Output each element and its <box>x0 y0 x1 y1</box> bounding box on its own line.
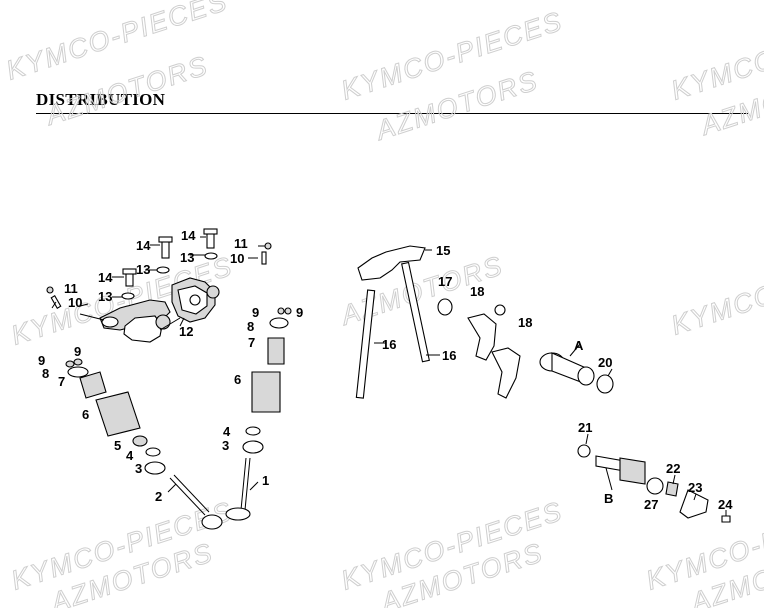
screw-24 <box>721 515 731 523</box>
callout-15: 15 <box>436 243 450 258</box>
callout-16: 16 <box>442 348 456 363</box>
pin-10 <box>261 251 267 265</box>
callout-17: 17 <box>438 274 452 289</box>
callout-18: 18 <box>518 315 532 330</box>
nut-11 <box>46 286 54 294</box>
title-divider <box>36 113 748 114</box>
seal-21 <box>577 444 591 458</box>
valve-stack-right <box>225 307 292 521</box>
callout-13: 13 <box>180 250 194 265</box>
washer-17 <box>437 298 453 316</box>
callout-labels: 14 14 14 13 13 13 11 10 11 10 12 9 9 8 7… <box>38 228 733 512</box>
callout-6: 6 <box>234 372 241 387</box>
callout-11: 11 <box>234 236 248 251</box>
callout-5: 5 <box>114 438 121 453</box>
callout-12: 12 <box>179 324 193 339</box>
callout-3: 3 <box>222 438 229 453</box>
callout-8: 8 <box>247 319 254 334</box>
rocker-pivot <box>494 304 506 316</box>
callout-7: 7 <box>58 374 65 389</box>
callout-11: 11 <box>64 281 78 296</box>
callout-13: 13 <box>136 262 150 277</box>
rocker-fork-18 <box>467 313 497 361</box>
push-rod-16-right <box>401 261 430 363</box>
callout-23: 23 <box>688 480 702 495</box>
callout-6: 6 <box>82 407 89 422</box>
callout-24: 24 <box>718 497 733 512</box>
callout-1: 1 <box>262 473 269 488</box>
callout-9: 9 <box>252 305 259 320</box>
bracket-15 <box>357 245 426 281</box>
callout-b: B <box>604 491 613 506</box>
leader-lines <box>51 236 727 516</box>
callout-14: 14 <box>181 228 196 243</box>
rocker-arm-assembly-left <box>79 277 220 343</box>
plate-23 <box>679 489 709 519</box>
rocker-fork-18 <box>491 347 521 399</box>
push-rod-16-left <box>355 289 376 399</box>
callout-9: 9 <box>296 305 303 320</box>
callout-8: 8 <box>42 366 49 381</box>
seal-20 <box>596 374 614 394</box>
callout-7: 7 <box>248 335 255 350</box>
spring-22 <box>665 481 679 497</box>
page-title: DISTRIBUTION <box>36 90 166 109</box>
callout-22: 22 <box>666 461 680 476</box>
bolt-14-upper-right <box>203 228 218 249</box>
shaft-b <box>577 444 731 523</box>
callout-14: 14 <box>136 238 151 253</box>
nut-11 <box>264 242 272 250</box>
callout-2: 2 <box>155 489 162 504</box>
callout-10: 10 <box>68 295 82 310</box>
callout-18: 18 <box>470 284 484 299</box>
watermark-text: KYMCO <box>668 278 764 340</box>
callout-16: 16 <box>382 337 396 352</box>
seal-27 <box>646 477 664 495</box>
callout-20: 20 <box>598 355 612 370</box>
callout-3: 3 <box>135 461 142 476</box>
callout-13: 13 <box>98 289 112 304</box>
bolt-14-upper <box>158 236 173 259</box>
washer-13 <box>156 266 170 274</box>
callout-a: A <box>574 338 584 353</box>
callout-14: 14 <box>98 270 113 285</box>
callout-21: 21 <box>578 420 592 435</box>
washer-13 <box>204 252 218 260</box>
bolt-14-left <box>122 268 137 287</box>
washer-13 <box>121 292 135 300</box>
callout-4: 4 <box>126 448 134 463</box>
valve-stack-left <box>65 358 223 530</box>
callout-27: 27 <box>644 497 658 512</box>
callout-10: 10 <box>230 251 244 266</box>
callout-4: 4 <box>223 424 231 439</box>
camshaft-a <box>539 352 614 394</box>
callout-9: 9 <box>74 344 81 359</box>
callout-9: 9 <box>38 353 45 368</box>
